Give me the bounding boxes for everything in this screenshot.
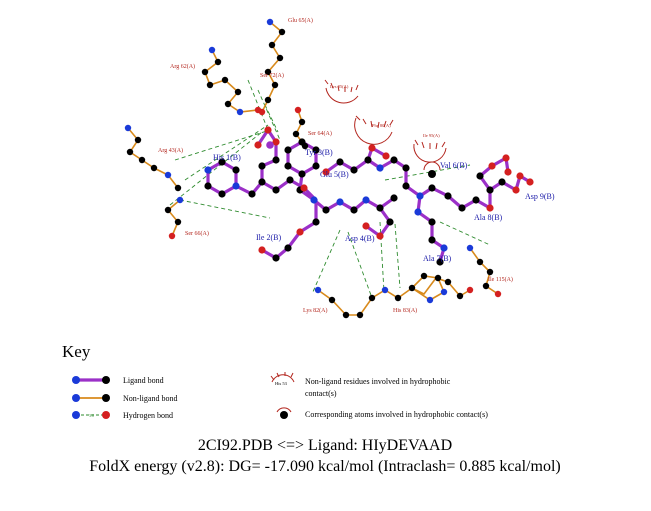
hydrophobic-arc-lys85 (324, 79, 359, 104)
key-hydrophobic-residues-line1: Non-ligand residues involved in hydropho… (305, 377, 451, 386)
label-arg43: Arg 43(A) (158, 147, 183, 154)
protein-labels: Glu 65(A) Arg 62(A) Ser 72(A) Arg 43(A) … (158, 17, 513, 314)
key-ligand-bond: Ligand bond (72, 376, 164, 385)
label-lys82: Lys 82(A) (303, 307, 328, 314)
label-ser72: Ser 72(A) (260, 72, 284, 79)
key-title: Key (62, 342, 91, 361)
label-ile115: Ile 115(A) (488, 276, 513, 283)
caption: 2CI92.PDB <=> Ligand: HIyDEVAAD FoldX en… (89, 437, 560, 475)
key-hbond-distance: 3.0 (89, 413, 94, 418)
caption-line1: 2CI92.PDB <=> Ligand: HIyDEVAAD (198, 437, 452, 454)
key-hydrophobic-residues-line2: contact(s) (305, 389, 337, 398)
label-ala7: Ala 7(B) (423, 254, 452, 263)
label-arg62: Arg 62(A) (170, 63, 195, 70)
label-phe80: Phe 80(A) (372, 123, 391, 128)
label-asp4: Asp 4(B) (345, 234, 375, 243)
key-nonligand-bond-label: Non-ligand bond (123, 394, 177, 403)
key-nonligand-bond: Non-ligand bond (72, 394, 177, 403)
label-ile95: Ile 95(A) (423, 133, 440, 138)
ligand-labels: His 1(B) Ile 2(B) Tyr 3(B) Asp 4(B) Glu … (213, 148, 555, 263)
label-ser64: Ser 64(A) (308, 130, 332, 137)
label-tyr3: Tyr 3(B) (305, 148, 333, 157)
label-ile2: Ile 2(B) (256, 233, 281, 242)
atoms (124, 18, 534, 319)
hydrogen-bonds (169, 79, 491, 299)
key-hydrophobic-atoms-label: Corresponding atoms involved in hydropho… (305, 410, 488, 419)
caption-line2: FoldX energy (v2.8): DG= -17.090 kcal/mo… (89, 458, 560, 475)
key: Key Ligand bond Non-ligand bond 3.0 Hydr… (62, 342, 488, 420)
label-glu5: Glu 5(B) (320, 170, 349, 179)
key-hydrophobic-atom: Corresponding atoms involved in hydropho… (276, 407, 488, 419)
key-hydrophobic-sample: His 53 (275, 381, 288, 386)
hydrophobic-arc-phe80 (354, 115, 394, 145)
label-ser66: Ser 66(A) (185, 230, 209, 237)
label-val6: Val 6(B) (440, 161, 468, 170)
key-ligand-bond-label: Ligand bond (123, 376, 164, 385)
label-glu65: Glu 65(A) (288, 17, 313, 24)
key-hydrophobic-residue: His 53 Non-ligand residues involved in h… (270, 372, 451, 398)
label-his83: His 83(A) (393, 307, 417, 314)
label-ala8: Ala 8(B) (474, 213, 503, 222)
hydrophobic-arc-ile95 (413, 139, 447, 163)
key-hydrogen-bond: 3.0 Hydrogen bond (72, 411, 173, 420)
label-his1: His 1(B) (213, 153, 241, 162)
key-hydrogen-bond-label: Hydrogen bond (123, 411, 173, 420)
label-asp9: Asp 9(B) (525, 192, 555, 201)
hydrophobic-contacts (324, 79, 447, 178)
hydrophobic-arc-val6 (423, 161, 441, 178)
label-lys85: Lys 85(A) (330, 84, 349, 89)
